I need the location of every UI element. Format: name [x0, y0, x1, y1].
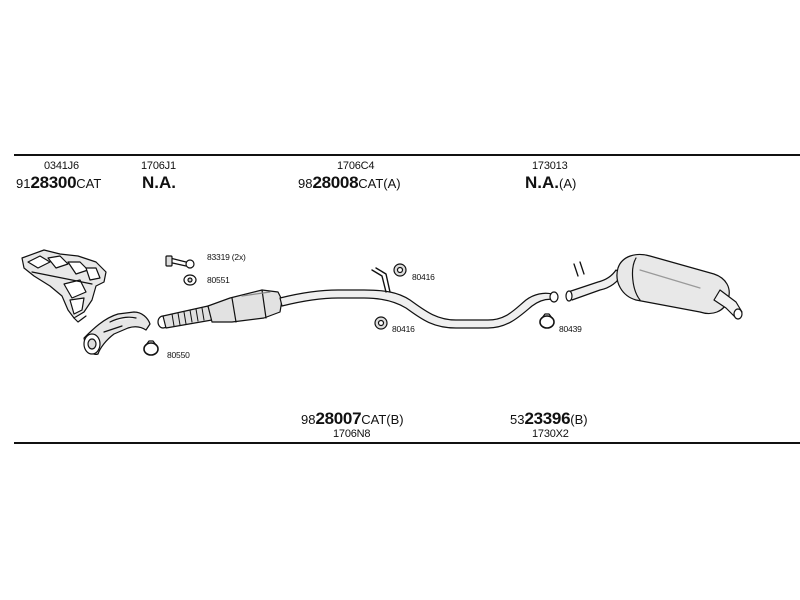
top-divider — [14, 154, 800, 156]
part-number-catalyst-b: 9828007CAT(B) — [301, 409, 404, 429]
part-suffix: (B) — [570, 412, 588, 427]
part-suffix: CAT — [76, 176, 102, 191]
callout-80416-top: 80416 — [412, 272, 435, 282]
flex-pipe — [157, 305, 213, 329]
part-suffix: CAT(B) — [361, 412, 404, 427]
part-prefix: 91 — [16, 176, 31, 191]
rubber-mount-80416-bottom — [374, 316, 388, 330]
ref-1706j1: 1706J1 — [141, 160, 176, 172]
na-text: N.A. — [525, 173, 559, 192]
part-prefix: 53 — [510, 412, 525, 427]
callout-83319: 83319 (2x) — [207, 252, 246, 262]
clamp-80550 — [143, 340, 159, 356]
part-suffix: CAT(A) — [358, 176, 401, 191]
part-number-rear-b: 5323396(B) — [510, 409, 588, 429]
callout-80551: 80551 — [207, 275, 230, 285]
middle-pipe — [279, 267, 559, 329]
gasket-80551 — [183, 274, 197, 286]
part-bold: 28008 — [312, 173, 359, 192]
front-down-pipe — [83, 311, 151, 355]
part-number-manifold: 9128300CAT — [16, 173, 101, 193]
ref-0341j6: 0341J6 — [44, 160, 79, 172]
part-bold: 28300 — [30, 173, 77, 192]
na-label-front-pipe: N.A. — [142, 173, 176, 192]
part-number-catalyst-a: 9828008CAT(A) — [298, 173, 401, 193]
na-suffix: (A) — [559, 176, 577, 191]
part-bold: 23396 — [524, 409, 571, 428]
ref-1730x2: 1730X2 — [532, 428, 569, 440]
ref-1706n8: 1706N8 — [333, 428, 371, 440]
part-prefix: 98 — [301, 412, 316, 427]
callout-80416-bottom: 80416 — [392, 324, 415, 334]
callout-80439: 80439 — [559, 324, 582, 334]
bottom-divider — [14, 442, 800, 444]
catalytic-converter — [207, 289, 283, 323]
clamp-80439 — [539, 313, 555, 329]
ref-173013: 173013 — [532, 160, 568, 172]
ref-1706c4: 1706C4 — [337, 160, 375, 172]
bolt-83319 — [165, 255, 195, 269]
part-bold: 28007 — [315, 409, 362, 428]
rubber-mount-80416-top — [393, 263, 407, 277]
callout-80550: 80550 — [167, 350, 190, 360]
exhaust-manifold — [21, 249, 107, 323]
part-prefix: 98 — [298, 176, 313, 191]
rear-muffler — [565, 253, 743, 320]
na-label-rear: N.A.(A) — [525, 173, 576, 193]
